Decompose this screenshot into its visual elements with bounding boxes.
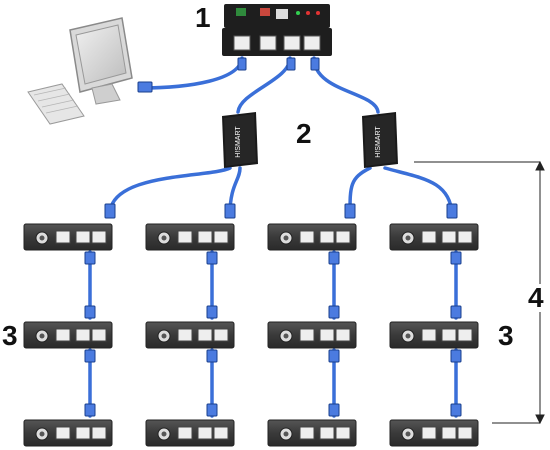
network-node-icon [267, 419, 357, 447]
rj45-connector [310, 57, 320, 71]
rj45-connector [206, 403, 218, 417]
network-node-icon [145, 419, 235, 447]
ethernet-switch-icon [222, 4, 332, 56]
rj45-connector [84, 349, 96, 363]
network-node-icon [145, 223, 235, 251]
rj45-connector [84, 251, 96, 265]
connector-layer [84, 57, 462, 417]
node-grid [23, 223, 479, 447]
ethernet-cable [312, 56, 380, 114]
ethernet-cable [383, 166, 454, 216]
poe-extender-icon: H!SMART [222, 112, 258, 168]
callout-2: 2 [296, 118, 312, 149]
network-node-icon [267, 321, 357, 349]
network-node-icon [389, 223, 479, 251]
rj45-connector [206, 251, 218, 265]
extender-brand-label: H!SMART [375, 126, 382, 158]
rj45-connector [84, 305, 96, 319]
rj45-connector [450, 349, 462, 363]
rj45-connector [450, 251, 462, 265]
rj45-connector [328, 403, 340, 417]
rj45-connector [344, 203, 356, 219]
callout-1: 1 [195, 2, 211, 33]
network-node-icon [267, 223, 357, 251]
network-node-icon [23, 321, 113, 349]
rj45-connector [137, 81, 153, 93]
computer-icon [27, 17, 133, 125]
rj45-connector [237, 57, 247, 71]
network-node-icon [23, 419, 113, 447]
extender-brand-label: H!SMART [235, 126, 242, 158]
callout-3-left: 3 [2, 320, 18, 351]
network-node-icon [389, 419, 479, 447]
rj45-connector [328, 305, 340, 319]
rj45-connector [328, 251, 340, 265]
rj45-connector [104, 203, 116, 219]
rj45-connector [446, 203, 458, 219]
range-bracket [414, 160, 545, 425]
rj45-connector [224, 203, 236, 219]
callout-3-right: 3 [498, 320, 514, 351]
network-node-icon [389, 321, 479, 349]
rj45-connector [84, 403, 96, 417]
network-node-icon [145, 321, 235, 349]
rj45-connector [328, 349, 340, 363]
callout-4: 4 [528, 282, 544, 313]
network-node-icon [23, 223, 113, 251]
rj45-connector [450, 403, 462, 417]
rj45-connector [450, 305, 462, 319]
poe-extender-icon: H!SMART [362, 112, 398, 168]
ethernet-cable [138, 56, 244, 90]
rj45-connector [206, 305, 218, 319]
rj45-connector [286, 57, 296, 71]
ethernet-cable [108, 166, 232, 216]
rj45-connector [206, 349, 218, 363]
